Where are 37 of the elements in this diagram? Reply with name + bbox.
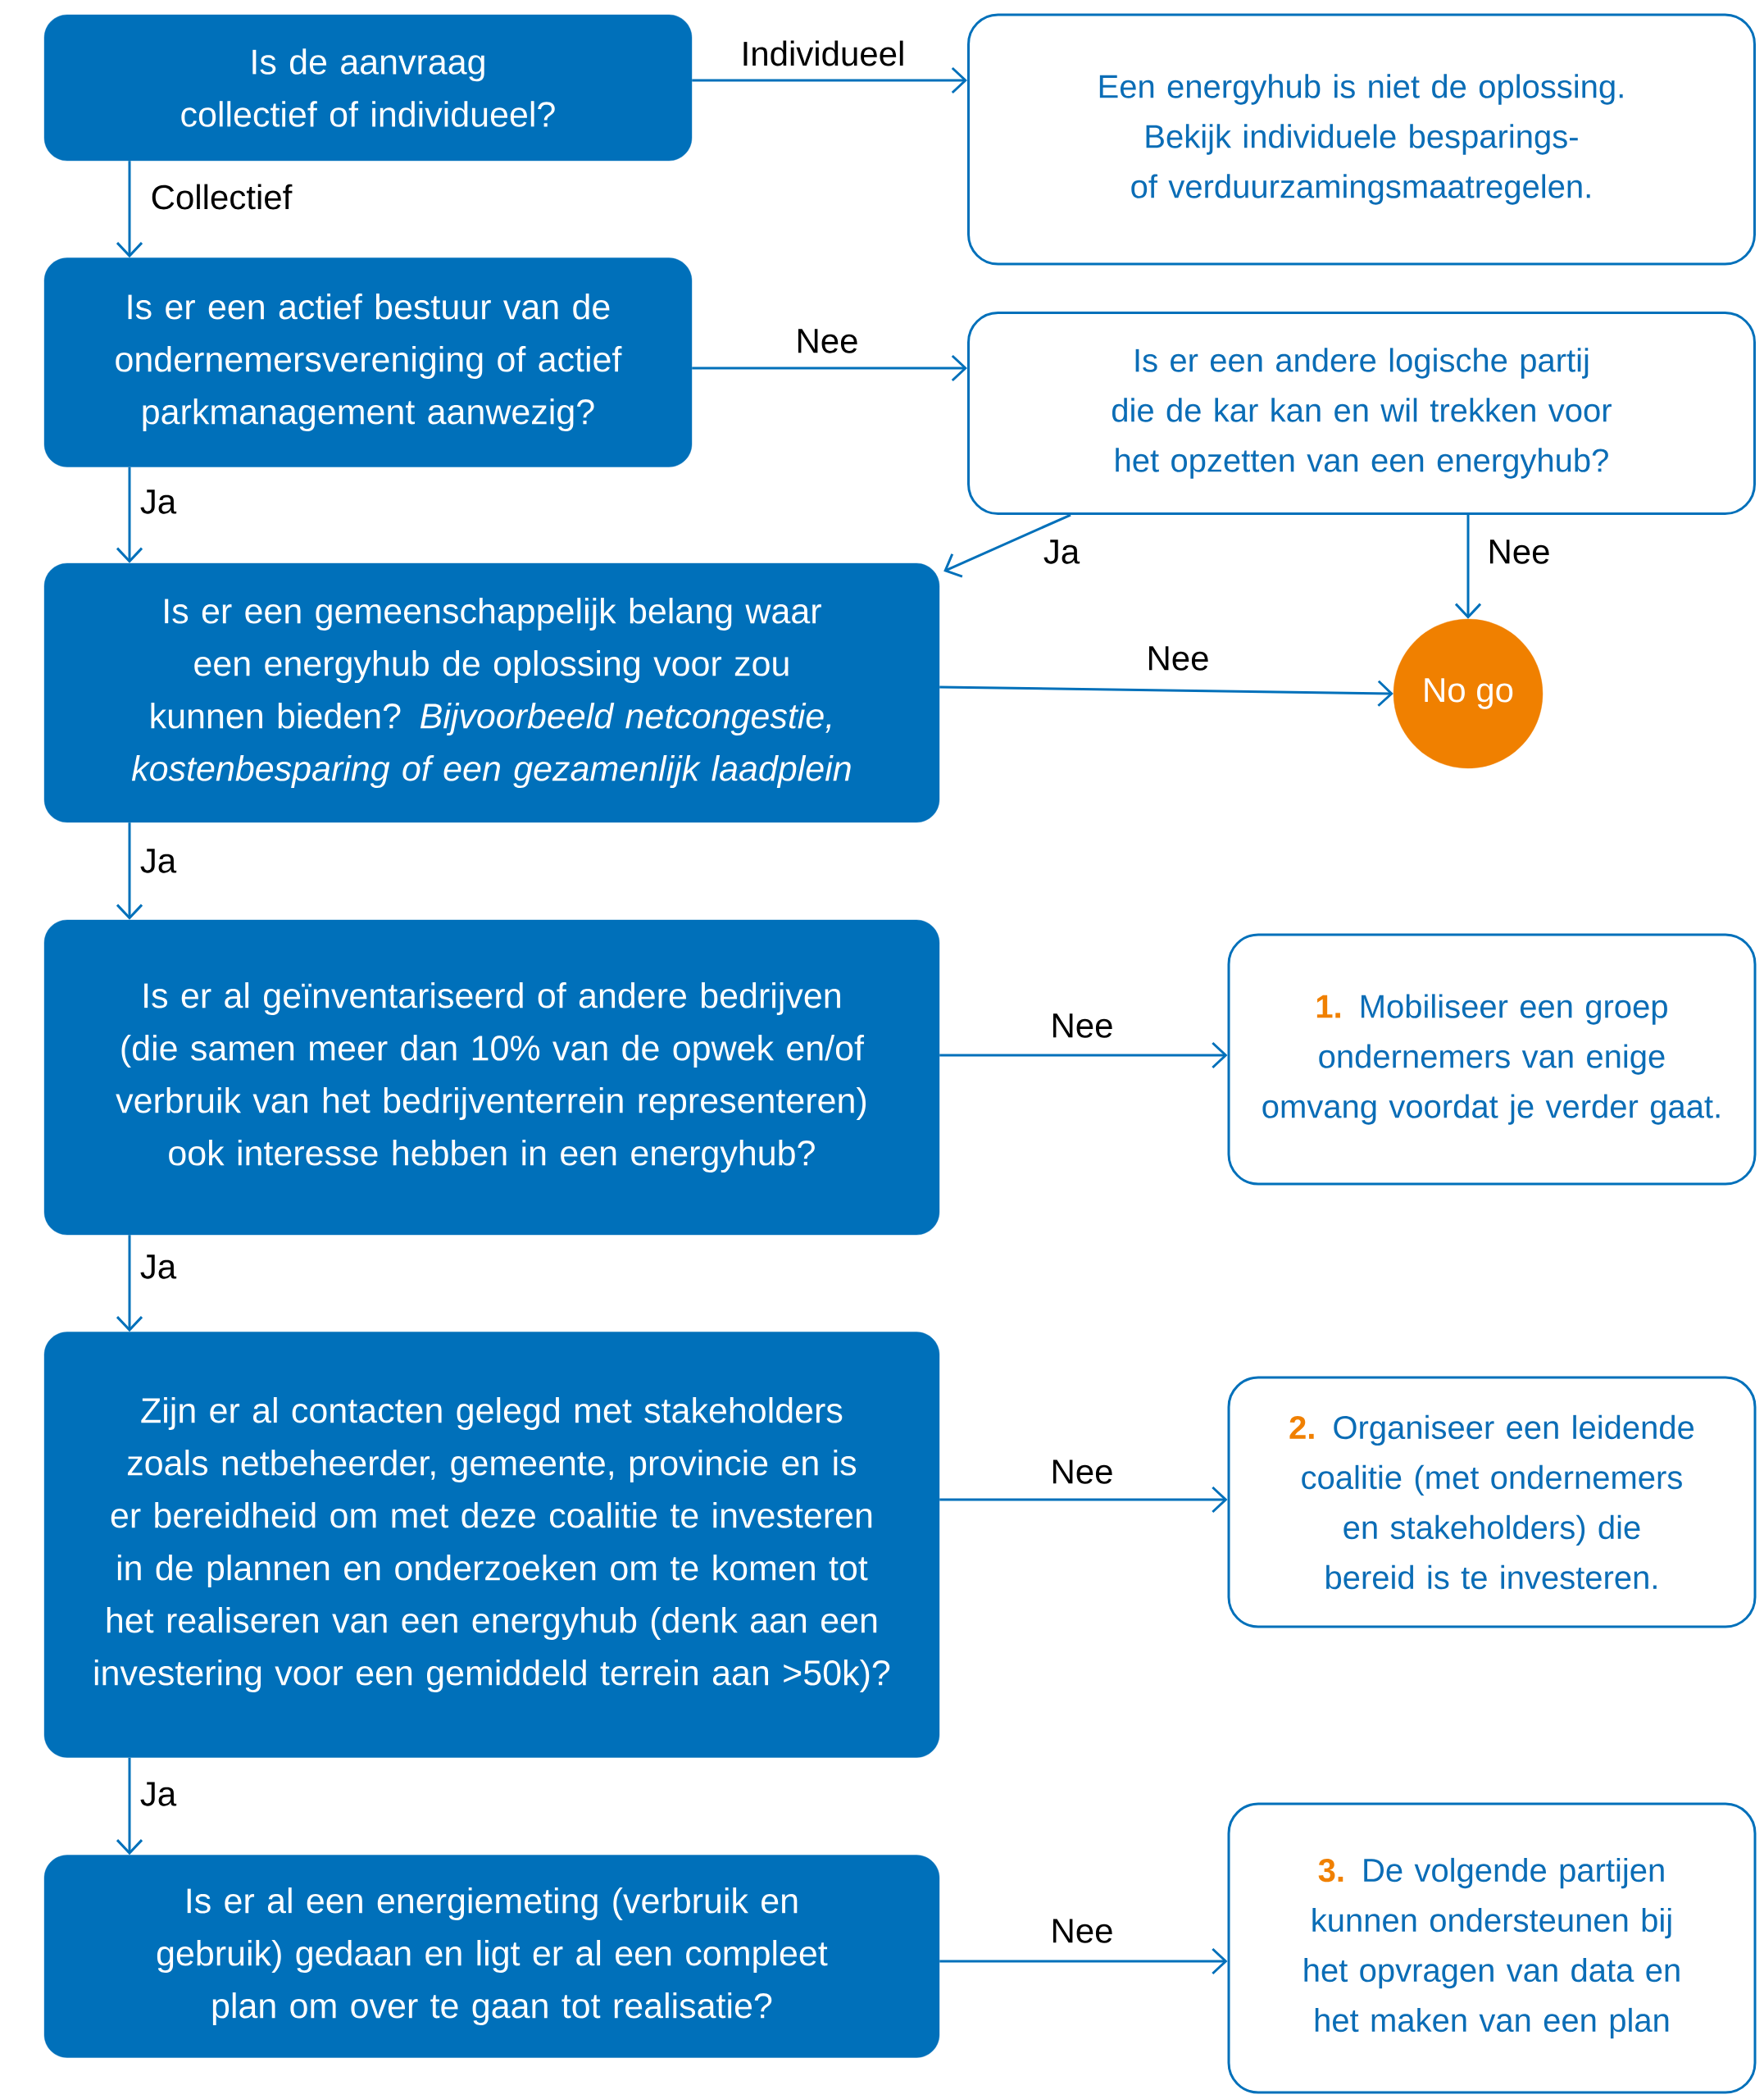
arrow (116, 161, 143, 258)
edge-label: Nee (1489, 540, 1549, 564)
question-box: Zijn er al contacten gelegd met stakeholders zoals netbeheerder, gemeente, provincie en is er bereidheid om met deze coalitie te investeren in de plannen en onderzoeken om te komen tot het realiseren van een energyhub (denk aan een investering voor een gemiddeld terrein aan >50k)? (43, 1332, 940, 1758)
arrow (116, 1235, 143, 1332)
question-box: Is er al een energiemeting (verbruik en gebruik) gedaan en ligt er al een compleet plan om over te gaan tot realisatie? (43, 1855, 940, 2058)
question-box: Is er een gemeenschappelijk belang waar een energyhub de oplossing voor zou kunnen bieden? Bijvoorbeeld netcongestie, kostenbesparing of een gezamenlijk laadplein (43, 562, 940, 823)
edge-label: Ja (140, 1782, 177, 1806)
question-box: Is er al geïnventariseerd of andere bedrijven (die samen meer dan 10% van de opwek en/of verbruik van het bedrijventerrein representeren) ook interesse hebben in een energyhub? (43, 919, 940, 1236)
edge-label: Ja (140, 849, 177, 873)
edge-label: Nee (1052, 1013, 1112, 1038)
edge-label: Ja (1043, 540, 1080, 564)
arrow (116, 467, 143, 563)
question-box: Is de aanvraag collectief of individueel? (43, 14, 693, 162)
arrow (1454, 515, 1482, 619)
arrow (943, 513, 1071, 578)
edge-label: Ja (140, 1254, 177, 1279)
edge-label: Nee (1052, 1459, 1112, 1484)
answer-box: Is er een andere logische partij die de kar kan en wil trekken voor het opzetten van een energyhub? (967, 312, 1756, 515)
arrow (692, 66, 967, 94)
edge-label: Ja (140, 489, 177, 514)
edge-label: Nee (1052, 1919, 1112, 1943)
arrow (939, 1041, 1228, 1069)
edge-label: Individueel (743, 40, 903, 66)
edge-label: Collectief (152, 184, 293, 210)
answer-box: 1. Mobiliseer een groep ondernemers van enige omvang voordat je verder gaat. (1227, 933, 1757, 1186)
arrow (116, 1757, 143, 1855)
answer-box: Een energyhub is niet de oplossing. Bekijk individuele besparings- of verduurzamingsmaatregelen. (967, 13, 1756, 266)
arrow (939, 680, 1393, 707)
arrow (939, 1947, 1228, 1975)
answer-box: 2. Organiseer een leidende coalitie (met ondernemers en stakeholders) die bereid is te investeren. (1227, 1376, 1757, 1628)
answer-box: 3. De volgende partijen kunnen ondersteunen bij het opvragen van data en het maken van een plan (1227, 1802, 1757, 2094)
arrow (939, 1486, 1228, 1514)
question-box: Is er een actief bestuur van de ondernemersvereniging of actief parkmanagement aanwezig? (43, 257, 693, 467)
arrow (692, 354, 967, 382)
arrow (116, 822, 143, 920)
edge-label: Nee (798, 329, 857, 353)
edge-label: Nee (1148, 646, 1208, 671)
